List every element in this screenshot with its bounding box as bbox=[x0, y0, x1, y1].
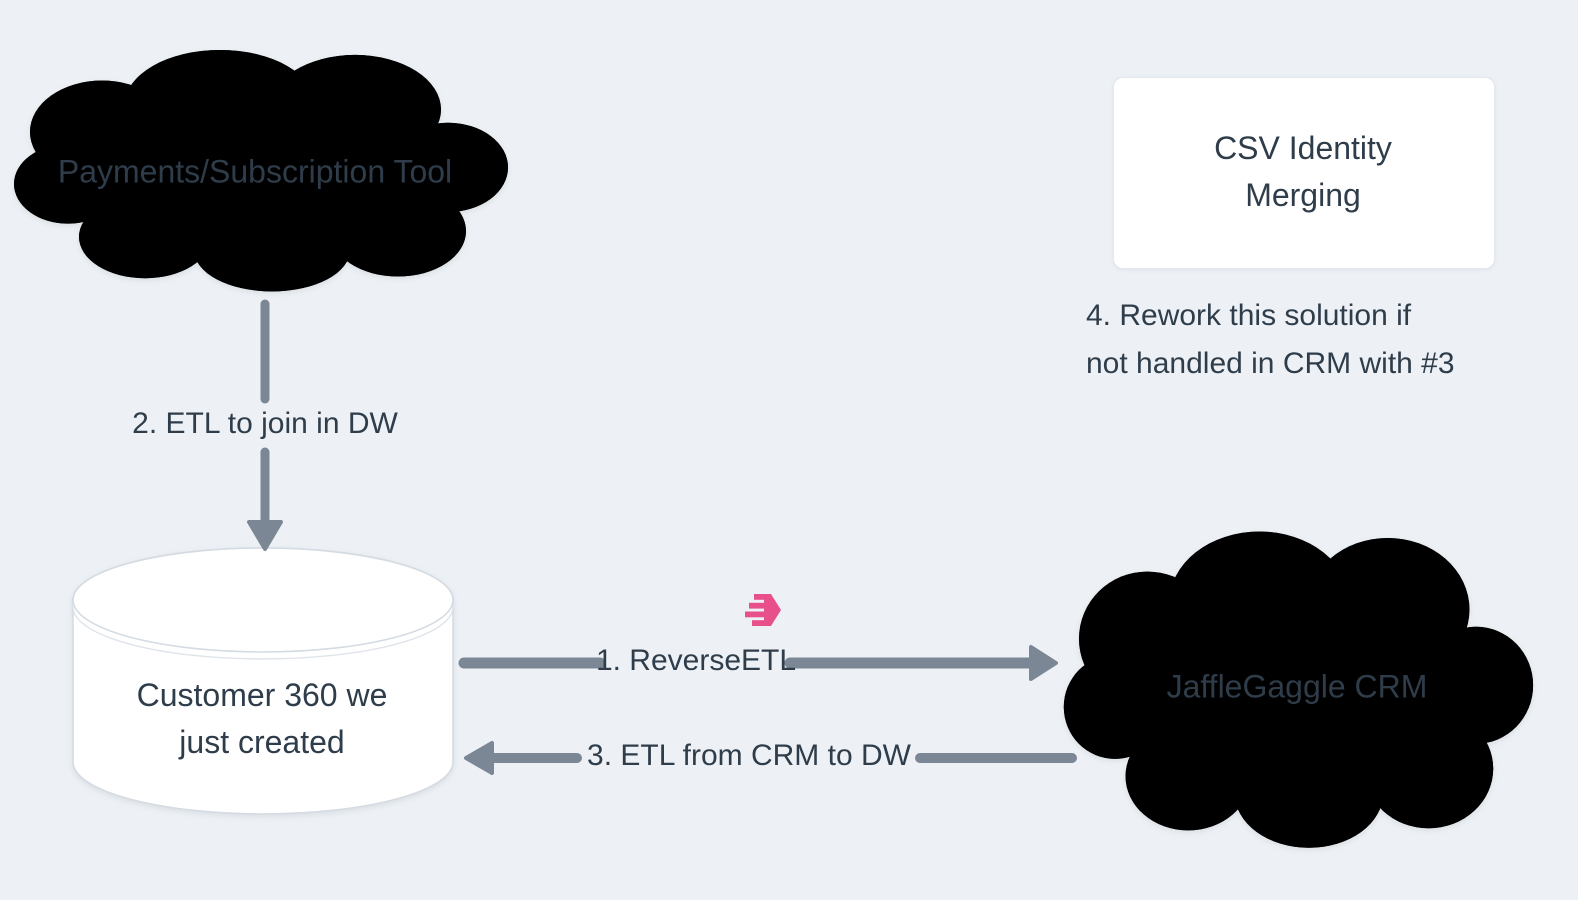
customer-360-node-label: Customer 360 we just created bbox=[136, 677, 388, 760]
customer-360-cylinder-shape bbox=[72, 547, 454, 815]
csv-merging-card bbox=[1113, 77, 1495, 269]
hightouch-logo-icon bbox=[745, 594, 781, 626]
arrow-etl-join bbox=[247, 299, 283, 551]
etl-join-edge-label: 2. ETL to join in DW bbox=[132, 407, 398, 440]
etl-from-crm-edge-label: 3. ETL from CRM to DW bbox=[587, 739, 911, 772]
arrow-reverse-etl bbox=[458, 645, 1058, 681]
arrow-etl-from-crm bbox=[464, 741, 1077, 775]
crm-node-label: JaffleGaggle CRM bbox=[1166, 668, 1428, 705]
payments-node-label: Payments/Subscription Tool bbox=[57, 153, 453, 190]
rework-note: 4. Rework this solution if not handled i… bbox=[1086, 299, 1455, 380]
reverse-etl-edge-label: 1. ReverseETL bbox=[595, 644, 797, 677]
csv-merging-node-label: CSV Identity Merging bbox=[1214, 130, 1392, 213]
